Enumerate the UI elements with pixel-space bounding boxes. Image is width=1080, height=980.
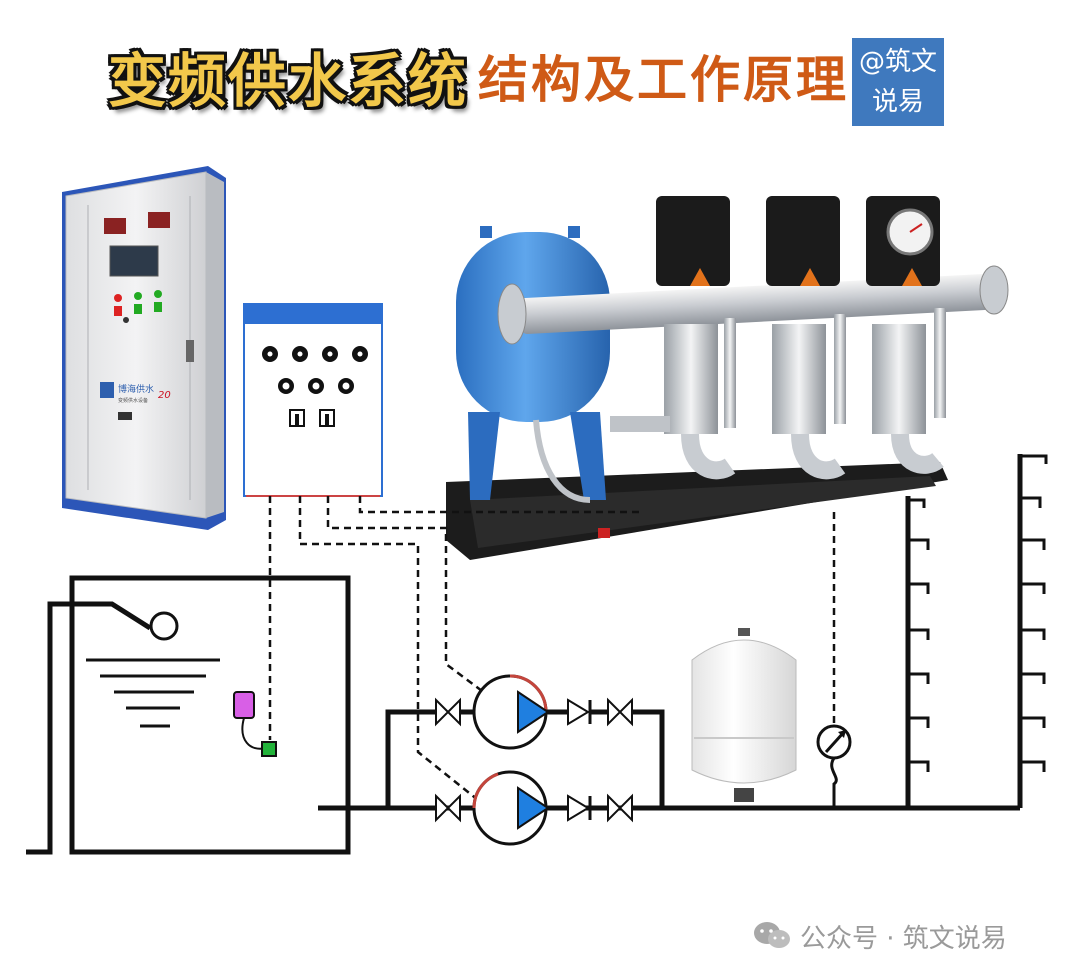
author-badge: @筑文 说易	[852, 38, 944, 126]
faucets-right-riser	[1020, 454, 1048, 772]
badge-line-2: 说易	[871, 87, 924, 117]
pump-row-top	[435, 674, 633, 750]
water-level-lines	[86, 658, 220, 728]
pump-unit-2	[766, 196, 846, 480]
signal-lines	[268, 496, 836, 801]
footer-watermark: 公众号 · 筑文说易	[752, 916, 1007, 956]
cabinet-brand-sub: 变频供水设备	[118, 397, 148, 404]
control-box	[243, 303, 383, 497]
check-valve-1	[567, 698, 590, 726]
switch-icons	[289, 409, 335, 427]
cabinet-screen	[109, 245, 159, 277]
level-float-switch	[233, 691, 277, 757]
control-cabinet: 博海供水 变频供水设备 20	[62, 166, 226, 530]
pump-skid	[446, 196, 1009, 560]
pressure-tank-blue	[456, 226, 610, 503]
faucets-left-riser	[908, 498, 930, 772]
footer-text: 公众号 · 筑文说易	[800, 923, 1007, 954]
cabinet-meter-left	[104, 218, 126, 234]
cabinet-logo	[100, 382, 114, 398]
cabinet-brand-badge: 20	[158, 390, 171, 401]
pump-unit-3	[866, 196, 944, 474]
check-valve-2	[567, 794, 590, 822]
float-valve	[149, 611, 179, 641]
pump-row-bottom	[435, 770, 633, 846]
cabinet-brand-label: 博海供水	[118, 383, 154, 395]
diaphragm-tank	[691, 628, 797, 802]
cabinet-meter-right	[148, 212, 170, 228]
wechat-icon	[754, 922, 790, 948]
subtitle: 结构及工作原理	[478, 51, 849, 109]
header-pipe	[519, 274, 991, 334]
main-title: 变频供水系统	[108, 47, 469, 115]
pump-unit-1	[656, 196, 736, 480]
badge-line-1: @筑文	[858, 47, 937, 77]
pressure-gauge	[816, 724, 852, 808]
water-tank	[26, 575, 351, 855]
